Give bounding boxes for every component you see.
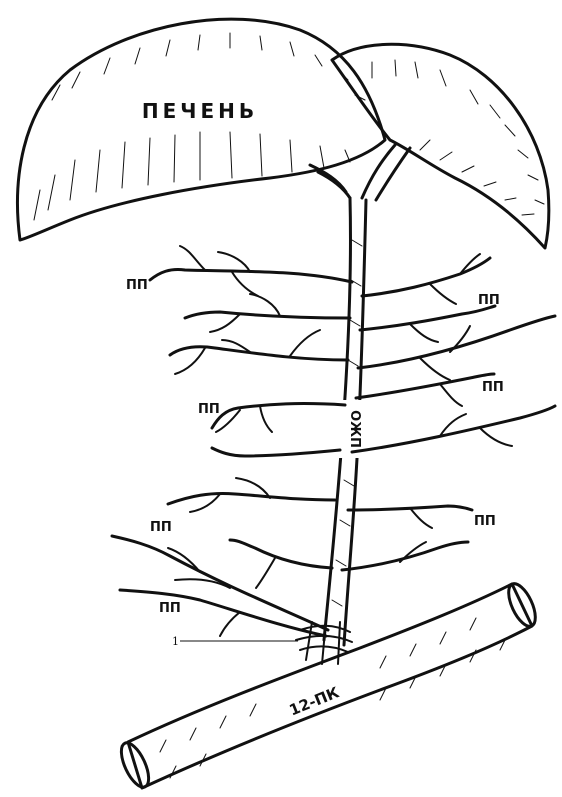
marker-1: 1 <box>172 635 298 648</box>
liver-label: ПЕЧЕНЬ <box>142 99 258 123</box>
pp-label-right-1: ПП <box>478 293 500 308</box>
marker-label: 1 <box>172 635 179 648</box>
hepatic-ducts <box>310 145 410 200</box>
pp-label-left-4: ПП <box>159 601 181 616</box>
pancreatic-branches-right <box>342 254 555 570</box>
pp-label-left-2: ПП <box>198 402 220 417</box>
liver-left-lobe <box>18 19 385 240</box>
pp-label-right-3: ПП <box>474 514 496 529</box>
pancreatic-branches-left <box>112 246 352 636</box>
duct-label: ОЖП <box>347 410 362 448</box>
pp-label-right-2: ПП <box>482 380 504 395</box>
pp-label-left-3: ПП <box>150 520 172 535</box>
pp-label-left-1: ПП <box>126 278 148 293</box>
common-bile-duct: ОЖП <box>324 198 366 645</box>
